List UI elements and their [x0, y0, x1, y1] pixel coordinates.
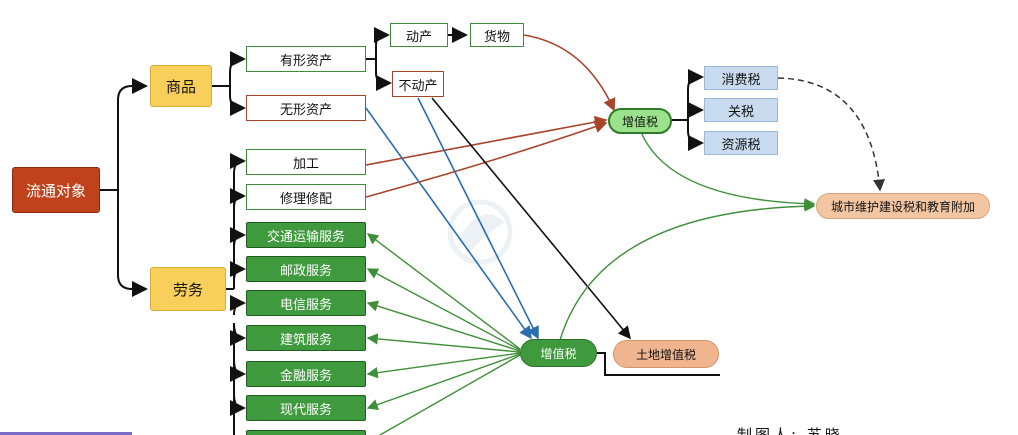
- tax-resource[interactable]: 资源税: [704, 131, 778, 155]
- service-modern[interactable]: 现代服务: [246, 395, 366, 421]
- root-circulation-object[interactable]: 流通对象: [12, 167, 100, 213]
- node-tangible-assets[interactable]: 有形资产: [246, 46, 366, 72]
- tax-customs[interactable]: 关税: [704, 98, 778, 122]
- service-processing[interactable]: 加工: [246, 149, 366, 175]
- service-telecom[interactable]: 电信服务: [246, 290, 366, 316]
- bottom-left-accent-bar: [0, 432, 132, 435]
- node-immovable-property[interactable]: 不动产: [392, 71, 444, 97]
- tax-land-vat[interactable]: 土地增值税: [613, 340, 719, 368]
- service-construction[interactable]: 建筑服务: [246, 325, 366, 351]
- node-movable-property[interactable]: 动产: [390, 23, 448, 47]
- tax-consumption[interactable]: 消费税: [704, 66, 778, 90]
- service-finance[interactable]: 金融服务: [246, 361, 366, 387]
- footer-partial-caption: 制图人: 苏晓: [737, 426, 843, 435]
- category-goods[interactable]: 商品: [150, 65, 212, 107]
- service-repair[interactable]: 修理修配: [246, 184, 366, 210]
- watermark-logo: [447, 199, 513, 265]
- category-labor[interactable]: 劳务: [150, 267, 226, 311]
- service-transport[interactable]: 交通运输服务: [246, 222, 366, 248]
- tax-vat-bottom[interactable]: 增值税: [520, 339, 597, 367]
- service-partially-visible[interactable]: [246, 430, 366, 435]
- node-cargo[interactable]: 货物: [470, 23, 524, 47]
- node-intangible-assets[interactable]: 无形资产: [246, 95, 366, 121]
- service-postal[interactable]: 邮政服务: [246, 256, 366, 282]
- tax-vat-top[interactable]: 增值税: [608, 108, 672, 134]
- tax-city-maintenance-education[interactable]: 城市维护建设税和教育附加: [816, 193, 990, 219]
